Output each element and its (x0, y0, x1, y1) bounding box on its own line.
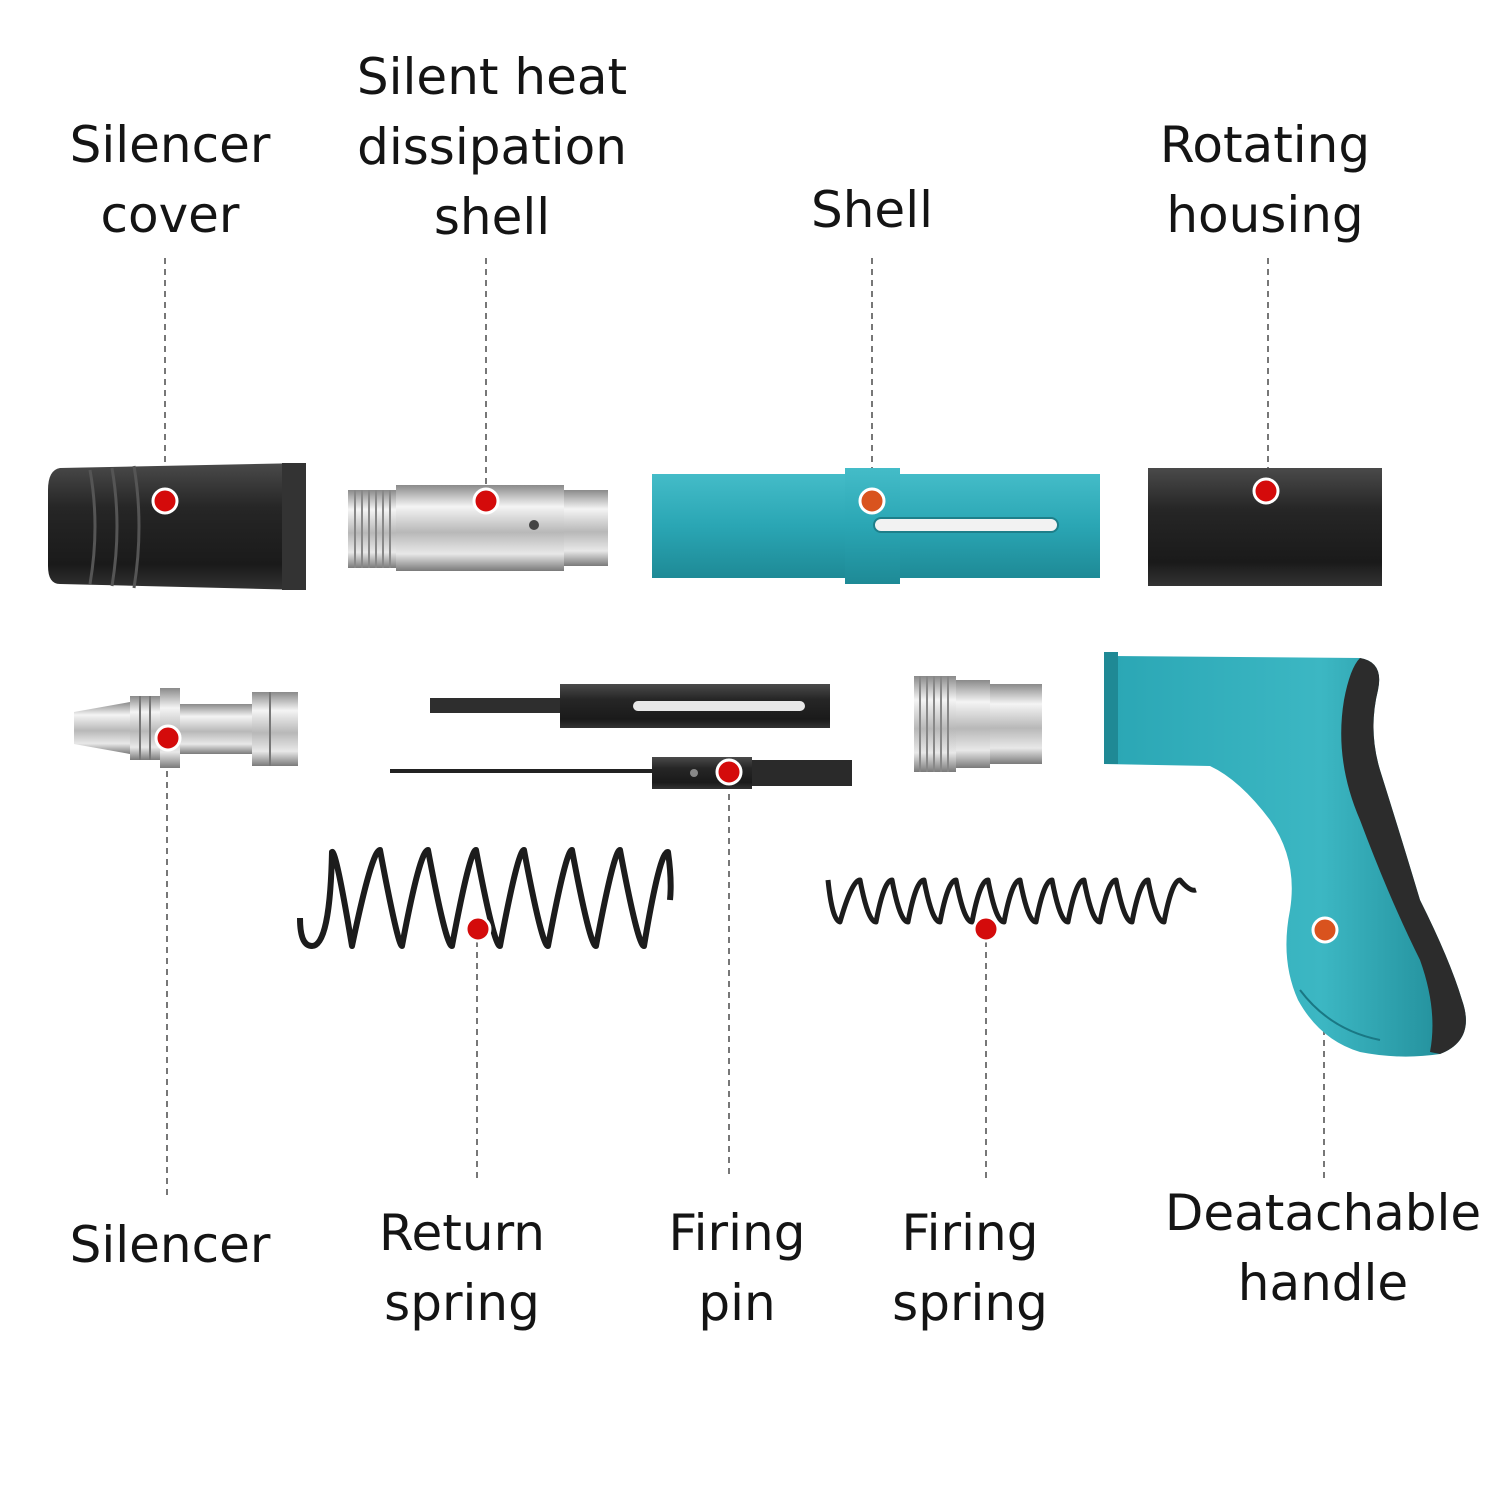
label-handle: Deatachable handle (1150, 1178, 1496, 1318)
marker-silencer (156, 726, 180, 750)
label-firing-pin: Firing pin (632, 1198, 842, 1338)
label-line: shell (322, 182, 662, 252)
label-line: handle (1150, 1248, 1496, 1318)
label-line: Deatachable (1150, 1178, 1496, 1248)
marker-silencer-cover (153, 489, 177, 513)
firing-pin-part (390, 684, 852, 789)
label-return-spring: Return spring (342, 1198, 582, 1338)
label-heat-shell: Silent heat dissipation shell (322, 42, 662, 252)
label-line: dissipation (322, 112, 662, 182)
marker-return-spring (466, 917, 490, 941)
label-line: Silent heat (322, 42, 662, 112)
label-silencer-cover: Silencer cover (40, 110, 300, 250)
label-line: Shell (772, 175, 972, 245)
label-line: spring (342, 1268, 582, 1338)
label-shell: Shell (772, 175, 972, 245)
marker-shell (860, 489, 884, 513)
label-line: housing (1130, 180, 1400, 250)
label-line: Silencer (40, 1210, 300, 1280)
marker-heat-shell (474, 489, 498, 513)
label-line: cover (40, 180, 300, 250)
label-line: Firing (860, 1198, 1080, 1268)
marker-handle (1313, 918, 1337, 942)
label-firing-spring: Firing spring (860, 1198, 1080, 1338)
marker-rotating-housing (1254, 479, 1278, 503)
marker-firing-pin (717, 760, 741, 784)
firing-spring-part (828, 880, 1196, 922)
silencer-part (74, 688, 298, 768)
label-line: pin (632, 1268, 842, 1338)
marker-firing-spring (974, 917, 998, 941)
label-line: Silencer (40, 110, 300, 180)
label-line: spring (860, 1268, 1080, 1338)
label-line: Firing (632, 1198, 842, 1268)
label-rotating-housing: Rotating housing (1130, 110, 1400, 250)
silencer-cover-part (48, 463, 306, 590)
label-line: Return (342, 1198, 582, 1268)
handle-part (1104, 652, 1466, 1057)
shell-part (652, 468, 1100, 584)
label-silencer: Silencer (40, 1210, 300, 1280)
label-line: Rotating (1130, 110, 1400, 180)
connector-part (914, 676, 1042, 772)
